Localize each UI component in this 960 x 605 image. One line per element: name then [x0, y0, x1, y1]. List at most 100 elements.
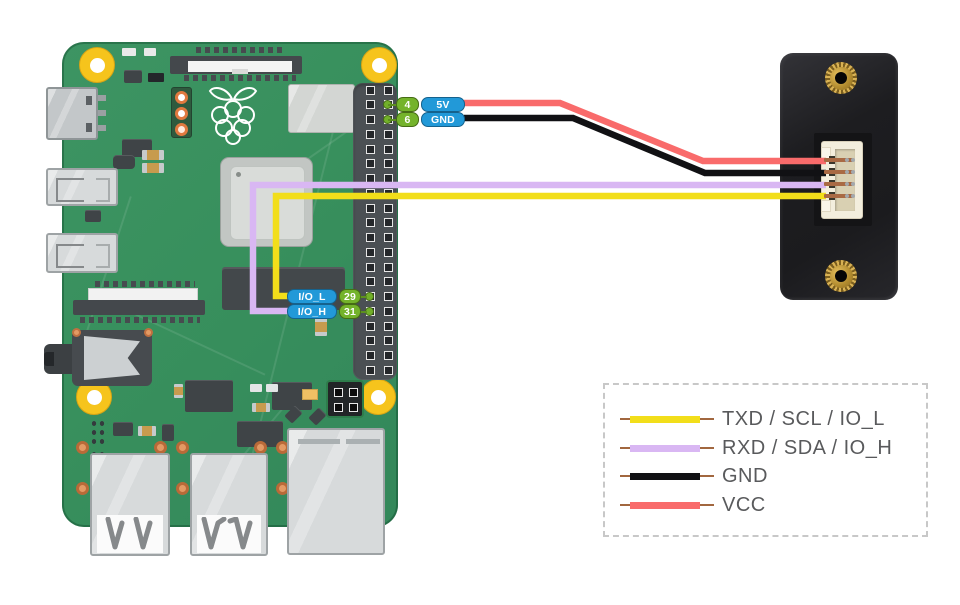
wire-vcc [464, 99, 826, 165]
pin29-signal-badge: I/O_L [287, 289, 337, 304]
wire-io-h [249, 181, 826, 315]
smd-part [144, 48, 156, 56]
ribbon-pins-bottom [184, 75, 296, 81]
brass-insert [825, 62, 857, 94]
solder-pad [176, 441, 189, 454]
legend-row: VCC [605, 491, 926, 519]
ram-chip [288, 84, 355, 133]
gpio-pin [384, 203, 393, 213]
smd-chip [148, 73, 164, 82]
smd-part [122, 48, 136, 56]
gpio-header [353, 83, 397, 380]
pin-contact [851, 170, 855, 174]
solder-pad [154, 441, 167, 454]
capacitor [142, 150, 164, 160]
audio-jack-opening [44, 352, 54, 366]
hdmi-leg [98, 95, 106, 101]
legend-swatch-gnd [630, 473, 700, 480]
gpio-pin [366, 218, 375, 228]
hdmi-detail [86, 96, 92, 105]
smd-chip [113, 422, 133, 436]
gpio-pin [366, 85, 375, 95]
capacitor [252, 403, 270, 412]
legend-swatch-io-h [630, 445, 700, 452]
gpio-pin [384, 233, 393, 242]
hdmi-leg [98, 110, 106, 116]
header-pad [175, 107, 188, 120]
gpio-pin [366, 233, 375, 242]
wire-io-l [272, 192, 826, 300]
gpio-pin [366, 336, 375, 346]
solder-pad [254, 441, 267, 454]
connector-pin [824, 182, 853, 186]
mounting-hole [360, 379, 396, 415]
solder-pad [72, 328, 81, 337]
brass-insert [825, 260, 857, 292]
usb-micro-port [46, 168, 118, 206]
pin4-number-badge: 4 [396, 97, 419, 112]
legend-swatch-io-l [630, 416, 700, 423]
usb-a-port [90, 453, 170, 556]
pin4-signal-badge: 5V [421, 97, 465, 112]
gpio-pin [384, 351, 393, 360]
gpio-pin [366, 203, 375, 213]
usb-micro-port [46, 233, 118, 273]
wire-gnd [464, 114, 826, 177]
gpio-pin [384, 365, 393, 375]
legend-row: GND [605, 462, 926, 490]
gpio-pin [384, 129, 393, 139]
legend-label: RXD / SDA / IO_H [722, 436, 893, 459]
raspberry-pi-logo [208, 86, 258, 145]
pin6-signal-badge: GND [421, 112, 465, 127]
audio-jack-body [72, 330, 152, 386]
display-connector [73, 300, 205, 315]
gpio-pin [384, 247, 393, 257]
transistor [85, 210, 101, 222]
gpio-pin [366, 247, 375, 257]
gpio-pin [384, 159, 393, 169]
connector-pin [824, 158, 853, 162]
capacitor [174, 384, 183, 398]
smd-part [250, 384, 262, 392]
connector-tab [821, 200, 831, 212]
smd-chip [113, 155, 135, 169]
smd-chip [124, 70, 142, 83]
pin6-number-badge: 6 [396, 112, 419, 127]
gpio-pin [366, 277, 375, 287]
solder-pad [176, 482, 189, 495]
capacitor [138, 426, 156, 436]
solder-pad [76, 482, 89, 495]
pin-contact [845, 158, 849, 162]
legend-swatch-vcc [630, 502, 700, 509]
pin31-number-badge: 31 [339, 304, 361, 319]
camera-connector-slot [188, 61, 292, 72]
legend-label: GND [722, 464, 768, 487]
gpio-pin [366, 129, 375, 139]
pin4-line [388, 103, 398, 106]
pin31-signal-badge: I/O_H [287, 304, 337, 319]
connector-pin [824, 170, 853, 174]
pin6-line [388, 118, 398, 121]
cpu-chip [220, 157, 313, 247]
gpio-pin [384, 321, 393, 331]
hdmi-leg [98, 125, 106, 131]
pin-contact [851, 194, 855, 198]
solder-pad [76, 441, 89, 454]
usb-controller-chip [185, 380, 233, 412]
gpio-pin [384, 292, 393, 301]
gpio-pin [384, 336, 393, 346]
pin-contact [845, 170, 849, 174]
poe-header [326, 380, 364, 418]
hdmi-detail [86, 123, 92, 132]
pin-contact [851, 182, 855, 186]
capacitor [142, 163, 164, 173]
legend-label: VCC [722, 493, 766, 516]
pin29-line [357, 295, 367, 298]
gpio-pin [384, 277, 393, 287]
gpio-pin [366, 351, 375, 360]
mounting-hole [361, 47, 397, 83]
gpio-pin [366, 100, 375, 110]
oscillator [302, 389, 318, 400]
